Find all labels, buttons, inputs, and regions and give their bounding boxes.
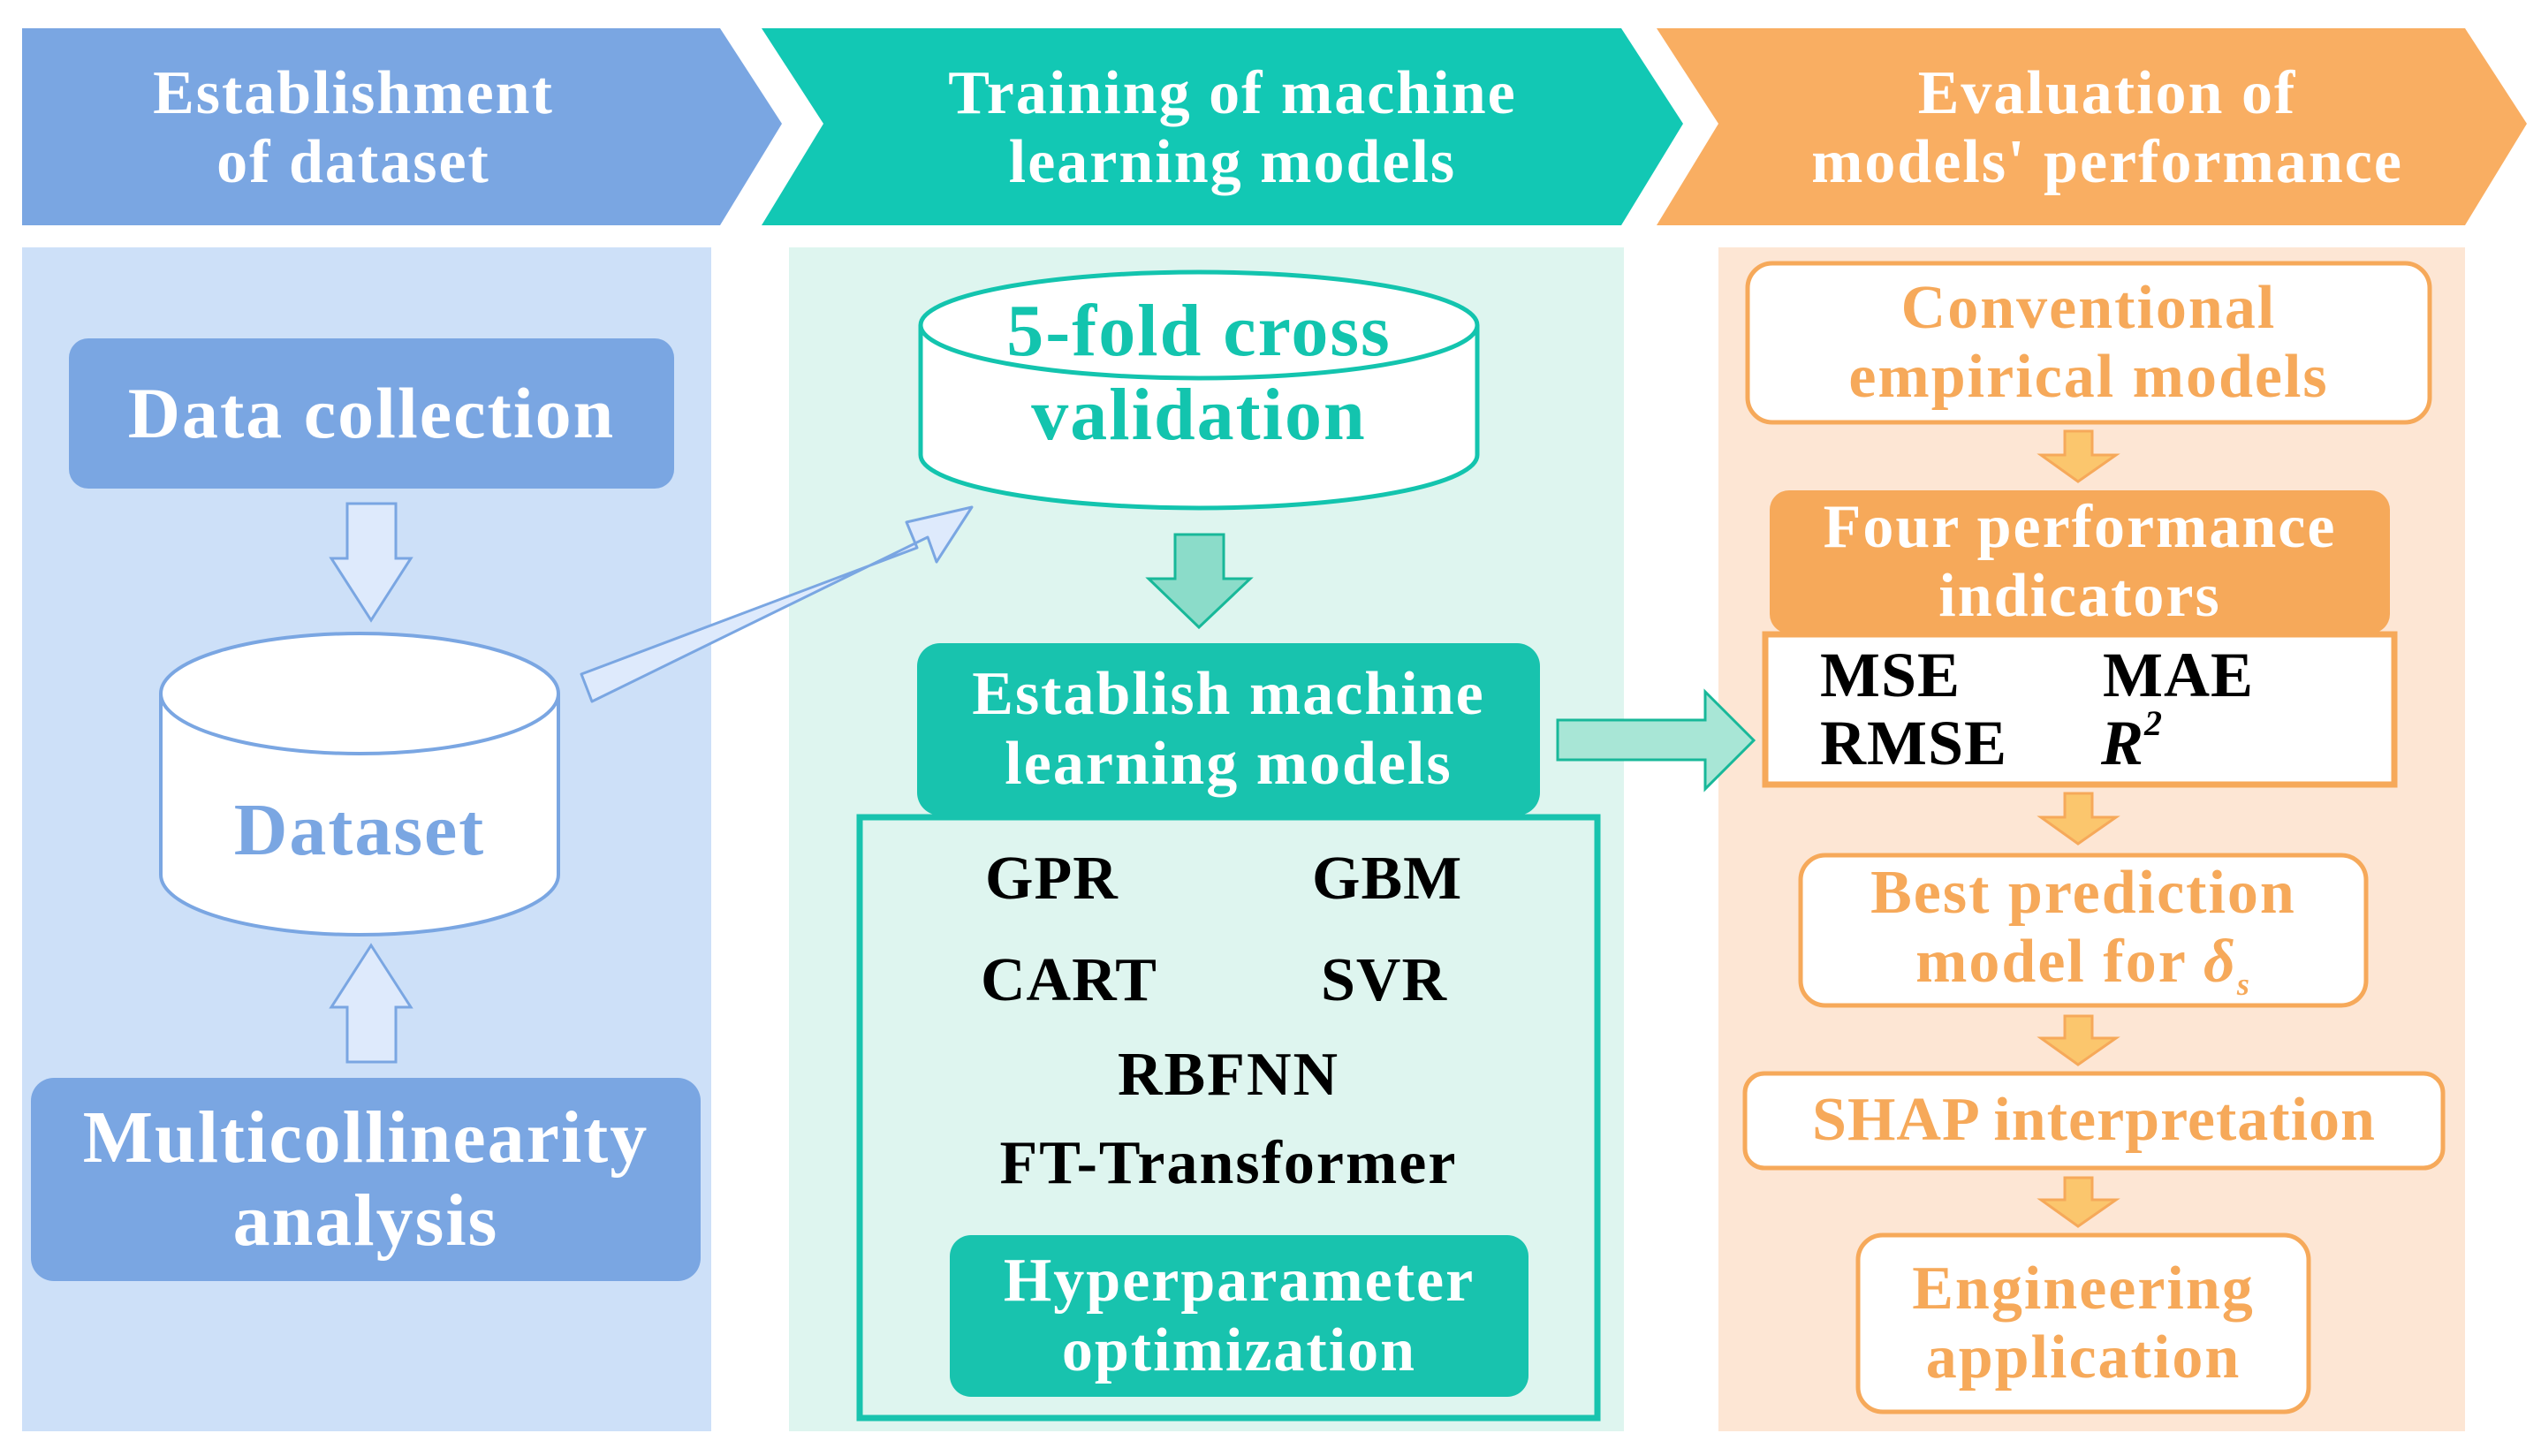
- model-svr: SVR: [1321, 946, 1448, 1014]
- multicollinearity-label: Multicollinearity analysis: [82, 1096, 649, 1262]
- best-model-box: [1798, 853, 2369, 1008]
- down-arrow-icon: [2037, 429, 2120, 483]
- banner-dataset-shape: [22, 28, 782, 225]
- model-ft-transformer: FT-Transformer: [999, 1128, 1458, 1197]
- cross-validation-label: 5-fold cross validation: [1006, 290, 1392, 456]
- hyperparameter-label: Hyperparameter optimization: [1003, 1247, 1475, 1384]
- banner-training-shape: [762, 28, 1683, 225]
- down-arrow-icon: [2037, 1014, 2120, 1066]
- best-model-line-2-text: model for: [1915, 928, 2203, 997]
- diagonal-arrow-icon: [580, 505, 974, 703]
- data-collection-label: Data collection: [127, 373, 616, 454]
- conventional-models-box: [1745, 261, 2432, 425]
- establish-models-label: Establish machine learning models: [972, 660, 1485, 798]
- stage-title-training: Training of machine learning models: [948, 58, 1517, 196]
- stage-title-evaluation: Evaluation of models' performance: [1811, 58, 2403, 196]
- cross-validation-cylinder: [918, 269, 1480, 511]
- metrics-box: [1762, 631, 2398, 788]
- stage-title-dataset: Establishment of dataset: [153, 58, 554, 196]
- delta-subscript: s: [2236, 967, 2251, 1003]
- metric-rmse: RMSE: [1820, 708, 2008, 778]
- hyperparameter-box: [950, 1235, 1528, 1397]
- conventional-models-label: Conventional empirical models: [1848, 273, 2329, 411]
- data-collection-box: [69, 338, 674, 489]
- metric-mse: MSE: [1820, 640, 1961, 710]
- dataset-label: Dataset: [233, 788, 486, 871]
- dataset-cylinder: [159, 632, 560, 937]
- establish-models-box: [917, 643, 1540, 815]
- up-arrow-icon: [329, 943, 413, 1064]
- multicollinearity-box: [31, 1078, 701, 1281]
- four-indicators-box: [1770, 490, 2390, 633]
- metric-r2-base: R: [2101, 708, 2145, 778]
- delta-symbol: δ: [2203, 928, 2237, 997]
- right-arrow-icon: [1556, 688, 1756, 792]
- model-gbm: GBM: [1312, 845, 1463, 913]
- best-model-label: Best prediction model for δs: [1801, 855, 2366, 1005]
- down-arrow-icon: [2037, 1176, 2120, 1228]
- four-indicators-label: Four performance indicators: [1823, 492, 2337, 630]
- down-arrow-icon: [1145, 533, 1254, 630]
- engineering-label: Engineering application: [1912, 1254, 2255, 1392]
- shap-label: SHAP interpretation: [1812, 1086, 2376, 1155]
- engineering-box: [1855, 1232, 2311, 1414]
- model-cart: CART: [981, 946, 1157, 1014]
- metric-mae: MAE: [2103, 640, 2254, 710]
- metric-r2: R2: [2101, 703, 2163, 780]
- metric-r2-superscript: 2: [2144, 703, 2164, 743]
- down-arrow-icon: [329, 502, 413, 623]
- model-gpr: GPR: [985, 845, 1119, 913]
- model-rbfnn: RBFNN: [1117, 1040, 1340, 1109]
- banner-evaluation-shape: [1657, 28, 2527, 225]
- best-model-line-2: model for δs: [1915, 928, 2251, 1002]
- shap-box: [1742, 1071, 2446, 1171]
- best-model-line-1: Best prediction: [1870, 858, 2296, 927]
- down-arrow-icon: [2037, 792, 2120, 846]
